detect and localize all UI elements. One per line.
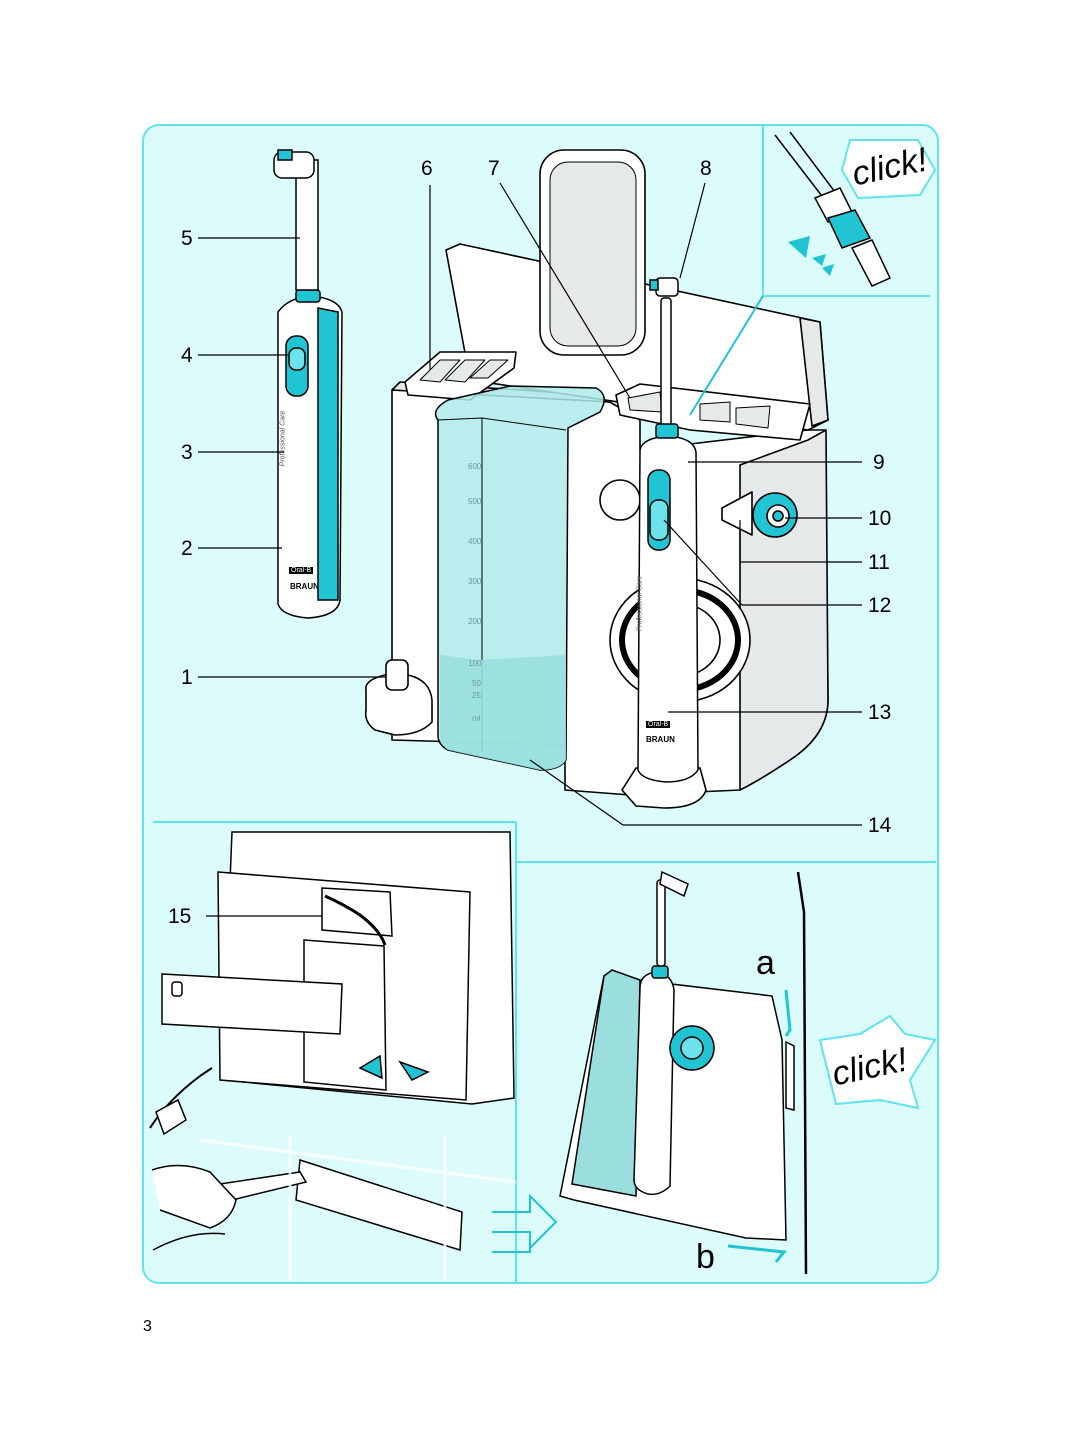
- scale-unit: ml: [472, 714, 481, 723]
- callout-14: 14: [868, 814, 892, 837]
- callout-11: 11: [868, 551, 890, 574]
- callout-15: 15: [168, 905, 192, 928]
- step-a-label: a: [756, 944, 775, 982]
- cord-storage-view: [149, 831, 515, 1136]
- scale-600: 600: [468, 462, 482, 471]
- callout-7: 7: [488, 157, 500, 180]
- panel-dividers: [153, 125, 936, 1283]
- scale-500: 500: [468, 497, 482, 506]
- scale-50: 50: [472, 679, 481, 688]
- nozzle-click-inset: [774, 131, 937, 287]
- callout-1: 1: [181, 666, 193, 689]
- electric-toothbrush: [273, 149, 343, 619]
- callout-12: 12: [868, 594, 892, 617]
- callout-3: 3: [181, 441, 193, 464]
- callout-9: 9: [873, 451, 885, 474]
- irrigator-badge-text: Oral-B: [646, 721, 671, 728]
- scale-25: 25: [472, 691, 481, 700]
- scale-400: 400: [468, 537, 482, 546]
- irrigator-model-text: Professional Care: [636, 575, 644, 632]
- nozzle-indicator-line: [689, 295, 764, 416]
- irrigator-handle: [637, 277, 699, 783]
- scale-300: 300: [468, 577, 482, 586]
- toothbrush-badge-text: Oral-B: [289, 567, 314, 574]
- screwdriver-view: [151, 1135, 517, 1280]
- scale-200: 200: [468, 617, 482, 626]
- callout-5: 5: [181, 227, 193, 250]
- callout-2: 2: [181, 537, 193, 560]
- scale-100: 100: [468, 659, 482, 668]
- step-b-label: b: [696, 1238, 715, 1276]
- mounting-view: [492, 870, 937, 1275]
- callout-6: 6: [421, 157, 433, 180]
- water-reservoir: [434, 385, 605, 771]
- toothbrush-model-text: Professional Care: [279, 410, 287, 467]
- toothbrush-brand-text: BRAUN: [290, 582, 319, 591]
- leader-lines: [198, 182, 862, 917]
- callout-4: 4: [181, 344, 193, 367]
- callout-13: 13: [868, 701, 892, 724]
- callout-8: 8: [700, 157, 712, 180]
- callout-10: 10: [868, 507, 892, 530]
- page-number: 3: [143, 1318, 152, 1335]
- irrigator-brand-text: BRAUN: [646, 735, 675, 744]
